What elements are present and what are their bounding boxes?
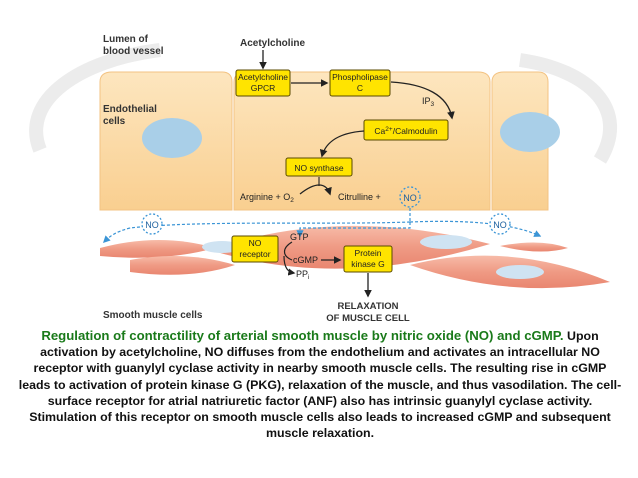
no-molecule [141, 213, 163, 235]
figure-caption: Regulation of contractility of arterial … [18, 328, 622, 441]
arginine-label: Arginine + O2 [240, 192, 294, 204]
gpcr-box [235, 69, 291, 97]
cgmp-label: cGMP [293, 255, 318, 265]
calmodulin-box [363, 119, 449, 141]
background-swirl [518, 53, 618, 164]
diffusion-arrow [102, 227, 131, 244]
no-molecule [489, 213, 511, 235]
background-swirl [29, 43, 161, 153]
gtp-label: GTP [290, 232, 309, 242]
arrow [319, 130, 365, 158]
diffusion-arrow [296, 222, 411, 238]
caption-body: Upon activation by acetylcholine, NO dif… [18, 329, 622, 441]
reaction-arrow [283, 241, 293, 261]
no-label: NO [493, 220, 507, 230]
citrulline-label: Citrulline + [338, 192, 381, 202]
no-synthase-label: NO synthase [294, 163, 343, 173]
diffusion-arrow [409, 220, 542, 237]
no-molecule [399, 186, 421, 208]
arrow [390, 81, 455, 120]
no-label: NO [145, 220, 159, 230]
muscle-cell [130, 256, 235, 275]
no-receptor-box [231, 235, 279, 263]
muscle-cell [100, 240, 215, 258]
calmodulin-label: Ca2+/Calmodulin [374, 126, 437, 136]
muscle-nucleus [420, 235, 472, 249]
reaction-arrow [283, 255, 296, 276]
smooth-muscle-label: Smooth muscle cells [103, 310, 203, 321]
endothelial-nucleus [142, 118, 202, 158]
ppi-label: PPi [296, 269, 309, 281]
no-synthase-box [285, 157, 353, 177]
muscle-nucleus [496, 265, 544, 279]
caption-title: Regulation of contractility of arterial … [41, 328, 564, 343]
no-label: NO [403, 193, 417, 203]
muscle-cell [500, 242, 568, 252]
pkg-box [343, 245, 393, 273]
acetylcholine-label: Acetylcholine [240, 38, 305, 49]
endothelial-nucleus [500, 112, 560, 152]
phospholipase-box [329, 69, 391, 97]
